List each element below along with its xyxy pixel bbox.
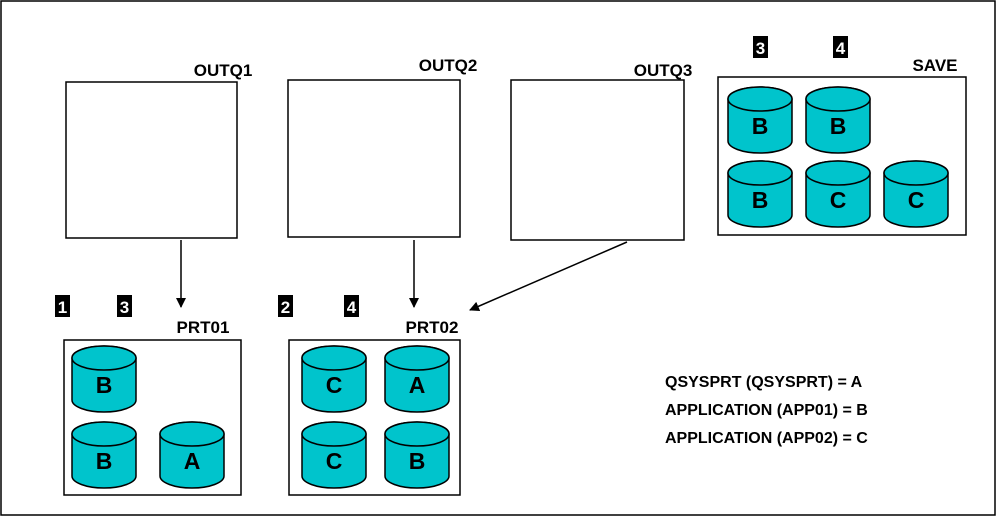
cylinder-top [883, 160, 949, 186]
save-badge-2: 4 [833, 36, 848, 58]
prt01-spool-file-2: A [159, 421, 225, 489]
cylinder-top [159, 421, 225, 447]
svg-text:C: C [326, 448, 343, 474]
outq2-label: OUTQ2 [419, 56, 478, 75]
prt02-spool-file-1: A [384, 345, 450, 413]
svg-text:4: 4 [347, 298, 357, 317]
cylinder-top [384, 421, 450, 447]
cylinder-top [727, 86, 793, 112]
prt02-label: PRT02 [406, 318, 459, 337]
svg-text:B: B [409, 448, 426, 474]
outq1-box [65, 81, 238, 239]
legend-line-c: APPLICATION (APP02) = C [665, 430, 868, 447]
svg-text:B: B [96, 372, 113, 398]
prt01-spool-file-0: B [71, 345, 137, 413]
outq2-box [287, 79, 461, 238]
save-spool-file-2: B [727, 160, 793, 228]
svg-text:3: 3 [756, 39, 765, 58]
svg-text:B: B [752, 113, 769, 139]
svg-text:C: C [830, 187, 847, 213]
prt01-spool-file-1: B [71, 421, 137, 489]
save-spool-file-3: C [805, 160, 871, 228]
svg-text:A: A [184, 448, 201, 474]
prt02-badge-2: 4 [344, 295, 359, 317]
outq1-label: OUTQ1 [194, 61, 253, 80]
cylinder-top [727, 160, 793, 186]
cylinder-top [384, 345, 450, 371]
svg-text:C: C [908, 187, 925, 213]
prt01-badge-2: 3 [117, 295, 132, 317]
prt01-badge-1: 1 [55, 295, 70, 317]
cylinder-top [805, 86, 871, 112]
prt02-spool-file-2: C [301, 421, 367, 489]
save-label: SAVE [912, 56, 957, 75]
legend-line-b: APPLICATION (APP01) = B [665, 402, 868, 419]
svg-text:3: 3 [120, 298, 129, 317]
cylinder-top [301, 421, 367, 447]
prt02-badge-1: 2 [278, 295, 293, 317]
svg-text:B: B [96, 448, 113, 474]
svg-text:B: B [830, 113, 847, 139]
save-spool-file-0: B [727, 86, 793, 154]
outq3-label: OUTQ3 [634, 61, 693, 80]
prt01-label: PRT01 [177, 318, 230, 337]
svg-text:4: 4 [836, 39, 846, 58]
outq3-box [510, 79, 685, 241]
svg-text:B: B [752, 187, 769, 213]
svg-text:C: C [326, 372, 343, 398]
svg-text:2: 2 [281, 298, 290, 317]
save-spool-file-4: C [883, 160, 949, 228]
cylinder-top [71, 345, 137, 371]
prt02-spool-file-3: B [384, 421, 450, 489]
legend-line-a: QSYSPRT (QSYSPRT) = A [665, 374, 863, 391]
cylinder-top [805, 160, 871, 186]
svg-text:1: 1 [58, 298, 67, 317]
prt02-spool-file-0: C [301, 345, 367, 413]
cylinder-top [301, 345, 367, 371]
cylinder-top [71, 421, 137, 447]
legend: QSYSPRT (QSYSPRT) = A APPLICATION (APP01… [665, 374, 868, 447]
save-badge-1: 3 [753, 36, 768, 58]
save-spool-file-1: B [805, 86, 871, 154]
svg-text:A: A [409, 372, 426, 398]
arrow-outq3-to-prt02 [469, 241, 628, 312]
